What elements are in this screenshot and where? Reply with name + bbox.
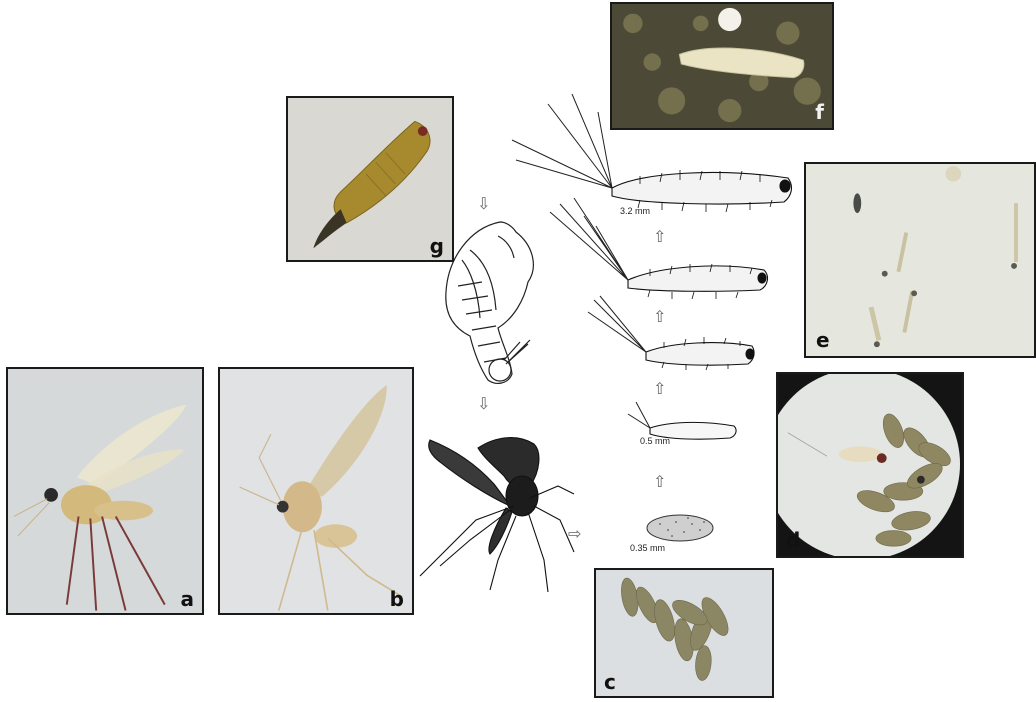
panel-label-d: d	[786, 530, 800, 550]
measure-larva-large: 3.2 mm	[620, 206, 650, 216]
measure-egg: 0.35 mm	[630, 543, 665, 553]
panel-label-f: f	[815, 102, 824, 122]
adult-photo-a-image	[8, 369, 202, 613]
larvae-photo-e-image	[806, 164, 1034, 356]
panel-label-c: c	[604, 672, 616, 692]
adult-drawing	[420, 438, 574, 592]
arrow-up-4: ⇧	[653, 229, 666, 245]
photo-eggs-c: c	[594, 568, 774, 698]
photo-pupa-g: g	[286, 96, 454, 262]
photo-adult-a: a	[6, 367, 204, 615]
arrow-down-2: ⇩	[477, 396, 490, 412]
photo-hatching-d: d	[776, 372, 964, 558]
arrow-up-2: ⇧	[653, 381, 666, 397]
photo-adult-b: b	[218, 367, 414, 615]
arrow-up-3: ⇧	[653, 309, 666, 325]
arrow-up-1: ⇧	[653, 474, 666, 490]
eggs-photo-c-image	[596, 570, 772, 696]
larva-photo-f-image	[612, 4, 832, 128]
egg-drawing	[647, 515, 713, 541]
measure-larva-small: 0.5 mm	[640, 436, 670, 446]
photo-larva-f: f	[610, 2, 834, 130]
hatching-photo-d-image	[778, 374, 962, 556]
pupa-drawing	[446, 222, 534, 383]
photo-larvae-e: e	[804, 162, 1036, 358]
adult-photo-b-image	[220, 369, 412, 613]
arrow-down-1: ⇩	[477, 196, 490, 212]
panel-label-e: e	[816, 330, 830, 350]
arrow-right: ⇨	[568, 526, 581, 542]
panel-label-b: b	[390, 589, 404, 609]
panel-label-g: g	[430, 236, 444, 256]
pupa-photo-g-image	[288, 98, 452, 260]
panel-label-a: a	[181, 589, 195, 609]
